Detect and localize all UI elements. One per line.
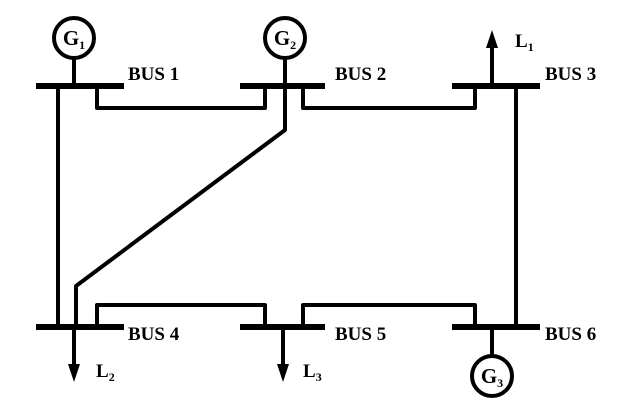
- load-l3-subscript: 3: [316, 370, 322, 384]
- load-l3: L3: [277, 325, 322, 384]
- generator-g2-subscript: 2: [290, 38, 296, 52]
- line-bus2-bus4: [74, 84, 287, 329]
- svg-text:G3: G3: [481, 364, 503, 390]
- line-bus4-bus5: [95, 303, 267, 329]
- generator-g3-label: G: [481, 364, 497, 388]
- bus-label-6: BUS 6: [545, 324, 596, 345]
- line-bus5-bus6: [301, 303, 477, 329]
- load-l2-label: L: [96, 361, 109, 382]
- svg-text:L1: L1: [515, 31, 534, 54]
- generator-g1: G1: [52, 16, 96, 88]
- bus-label-2: BUS 2: [335, 64, 386, 85]
- load-l2: L2: [68, 325, 115, 384]
- generator-g3: G3: [470, 325, 514, 398]
- load-l1-label: L: [515, 31, 528, 52]
- svg-text:L3: L3: [303, 361, 322, 384]
- generator-g1-label: G: [63, 26, 79, 50]
- load-l3-label: L: [303, 361, 316, 382]
- svg-text:G2: G2: [274, 26, 296, 52]
- generator-g2: G2: [263, 16, 307, 88]
- bus-label-4: BUS 4: [128, 324, 180, 345]
- load-l2-subscript: 2: [109, 370, 115, 384]
- generator-g2-label: G: [274, 26, 290, 50]
- line-bus2-bus3: [301, 84, 477, 110]
- svg-text:L2: L2: [96, 361, 115, 384]
- load-l1: L1: [486, 30, 534, 88]
- generator-g2-circle: [263, 16, 307, 60]
- generator-g3-subscript: 3: [497, 376, 503, 390]
- transmission-lines: [56, 84, 518, 329]
- line-bus1-bus2: [95, 84, 267, 110]
- bus-label-3: BUS 3: [545, 64, 596, 85]
- svg-text:G1: G1: [63, 26, 85, 52]
- generator-g3-circle: [470, 354, 514, 398]
- generator-g1-circle: [52, 16, 96, 60]
- load-l1-subscript: 1: [528, 40, 534, 54]
- bus-label-1: BUS 1: [128, 64, 179, 85]
- bus-label-5: BUS 5: [335, 324, 386, 345]
- generator-g1-subscript: 1: [79, 38, 85, 52]
